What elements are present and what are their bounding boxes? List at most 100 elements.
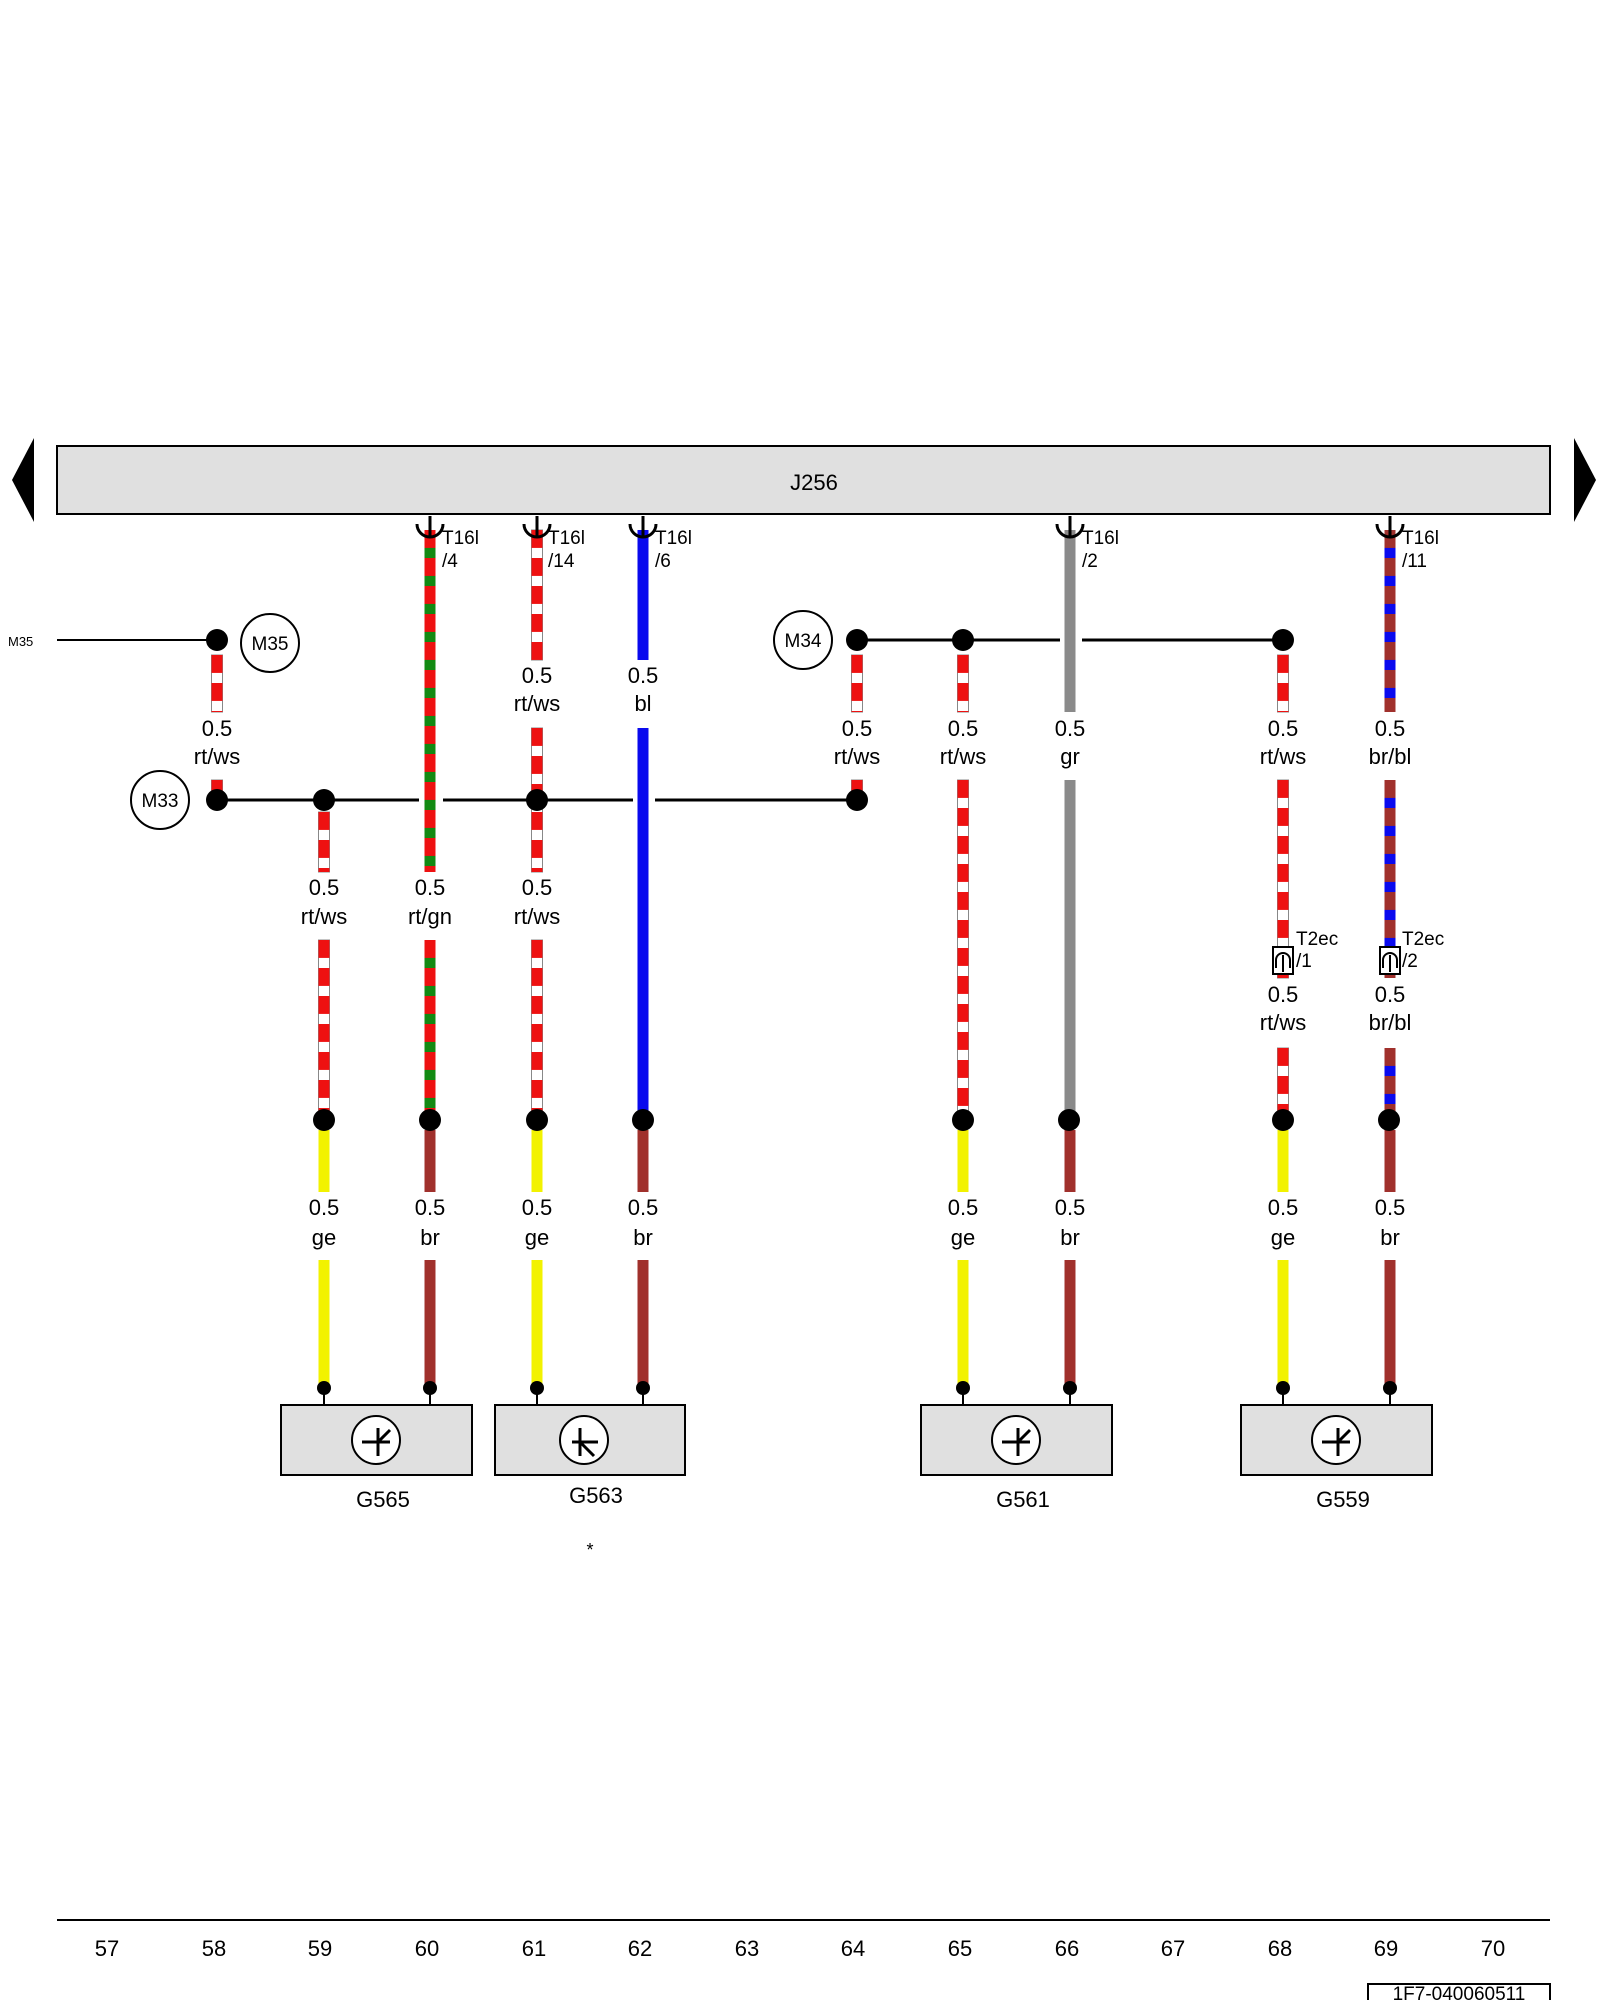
connection-m34-label: M34 <box>785 631 822 652</box>
wire-color-label: rt/ws <box>514 904 560 929</box>
grid-number: 66 <box>1055 1936 1079 1961</box>
wire-segment <box>318 1260 330 1385</box>
connector-t2ec-2-name: T2ec <box>1402 929 1444 950</box>
t16l-pin-6-symbol <box>628 516 658 539</box>
connector-t2ec-1-pin: /1 <box>1296 951 1312 972</box>
grid-number: 61 <box>522 1936 546 1961</box>
doc-number-box <box>1367 1983 1551 2000</box>
previous-page-arrow[interactable] <box>12 438 34 522</box>
sensor-g565-label: G565 <box>356 1487 410 1512</box>
t2ec-pin-2-symbol <box>1379 946 1401 975</box>
connection-m35-label: M35 <box>252 634 289 655</box>
connection-m35-circle <box>240 613 300 673</box>
connection-m33-circle <box>130 770 190 830</box>
wire-segment <box>318 939 330 1121</box>
wire-segment <box>531 939 543 1121</box>
wire-segment <box>1064 1260 1076 1385</box>
wire-size-label: 0.5 <box>202 716 233 741</box>
wire-color-label: rt/ws <box>514 691 560 716</box>
wire-segment <box>424 1130 436 1192</box>
t16l-pin-11-symbol <box>1375 516 1405 539</box>
junction-dot <box>846 629 868 651</box>
wire-segment <box>424 940 436 1120</box>
wire-segment <box>1384 1130 1396 1192</box>
grid-number: 57 <box>95 1936 119 1961</box>
wire-segment <box>637 1260 649 1385</box>
sensor-g561-label: G561 <box>996 1487 1050 1512</box>
connector-t2ec-1-name: T2ec <box>1296 929 1338 950</box>
wire-segment <box>1277 779 1289 948</box>
wire-color-label: ge <box>525 1225 549 1250</box>
junction-dot <box>1272 629 1294 651</box>
junction-dot <box>206 789 228 811</box>
wire-size-label: 0.5 <box>522 875 553 900</box>
connector-t16l-11-name: T16l <box>1402 528 1439 549</box>
connector-t16l-6-pin: /6 <box>655 551 671 572</box>
wire-segment <box>637 728 649 1120</box>
sensor-symbol-icon <box>362 1428 392 1456</box>
wire-segment <box>531 529 543 661</box>
wire-segment <box>1277 1260 1289 1385</box>
wire-segment <box>851 654 863 713</box>
junction-dot <box>1272 1109 1294 1131</box>
connector-t16l-11-pin: /11 <box>1402 551 1427 572</box>
grid-number: 64 <box>841 1936 865 1961</box>
sensor-pin-dots <box>317 1381 1397 1406</box>
wire-size-label: 0.5 <box>628 1195 659 1220</box>
junction-dot <box>952 1109 974 1131</box>
wire-segment <box>211 654 223 713</box>
wire-color-label: br/bl <box>1369 744 1412 769</box>
wire-color-label: ge <box>951 1225 975 1250</box>
wire-segment <box>424 1260 436 1385</box>
wire-size-label: 0.5 <box>948 716 979 741</box>
wire-segment <box>531 1260 543 1385</box>
sensor-g563 <box>494 1404 686 1476</box>
wire-color-label: br <box>420 1225 440 1250</box>
junction-dot <box>632 1109 654 1131</box>
wire-size-label: 0.5 <box>309 875 340 900</box>
wire-segment <box>637 530 649 660</box>
connector-t16l-4-pin: /4 <box>442 551 458 572</box>
grid-number: 60 <box>415 1936 439 1961</box>
t16l-pin-2-symbol <box>1055 516 1085 539</box>
connector-t16l-14-name: T16l <box>548 528 585 549</box>
connector-t16l-2-name: T16l <box>1082 528 1119 549</box>
wire-color-label: rt/ws <box>301 904 347 929</box>
wire-segment <box>1277 1130 1289 1192</box>
next-page-arrow[interactable] <box>1574 438 1596 522</box>
wire-segment <box>318 811 330 873</box>
grid-number: 62 <box>628 1936 652 1961</box>
wire-size-label: 0.5 <box>1375 1195 1406 1220</box>
connector-t2ec-2-pin: /2 <box>1402 951 1418 972</box>
wire-segment <box>957 779 969 1121</box>
control-unit-label: J256 <box>790 470 838 495</box>
wire-color-label: rt/ws <box>194 744 240 769</box>
junction-dot <box>313 789 335 811</box>
wire-segment <box>424 530 436 872</box>
wire-size-label: 0.5 <box>1375 716 1406 741</box>
sensor-g561 <box>920 1404 1113 1476</box>
junction-dot <box>526 789 548 811</box>
control-unit-box <box>56 445 1551 515</box>
sensor-symbol-icon <box>1322 1428 1352 1456</box>
t2ec-pin-1-symbol <box>1272 946 1294 975</box>
wire-segment <box>1277 654 1289 713</box>
t16l-pin-4-symbol <box>415 516 445 539</box>
wire-size-label: 0.5 <box>1055 716 1086 741</box>
wire-segment <box>957 654 969 713</box>
wire-color-label: ge <box>312 1225 336 1250</box>
sensor-g559 <box>1240 1404 1433 1476</box>
junction-dot <box>952 629 974 651</box>
wire-segment <box>957 1260 969 1385</box>
connector-t16l-6-name: T16l <box>655 528 692 549</box>
grid-number: 70 <box>1481 1936 1505 1961</box>
wire-size-label: 0.5 <box>415 1195 446 1220</box>
grid-number: 67 <box>1161 1936 1185 1961</box>
wire-color-label: rt/ws <box>1260 744 1306 769</box>
wire-segment <box>957 1130 969 1192</box>
wire-color-label: rt/ws <box>1260 1010 1306 1035</box>
wire-segment <box>1064 1130 1076 1192</box>
wire-size-label: 0.5 <box>1055 1195 1086 1220</box>
grid-number: 63 <box>735 1936 759 1961</box>
sensor-g559-label: G559 <box>1316 1487 1370 1512</box>
